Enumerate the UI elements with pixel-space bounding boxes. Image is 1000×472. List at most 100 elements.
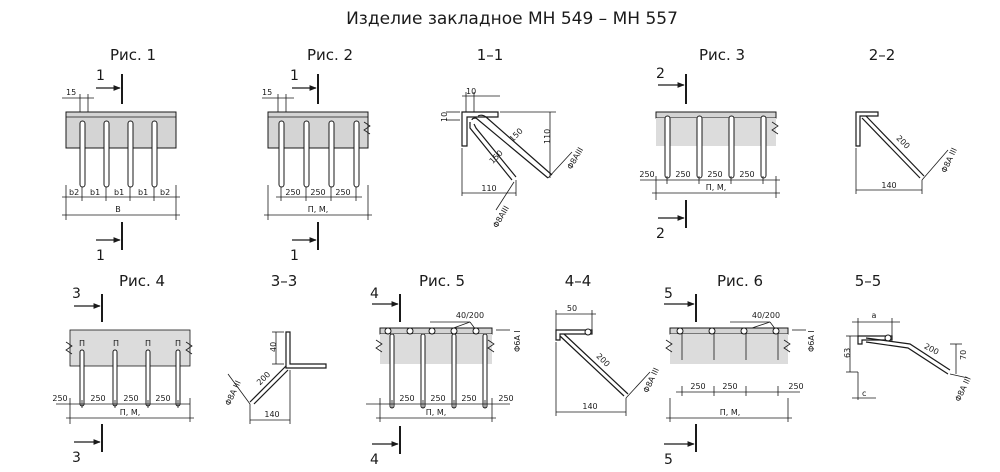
cut-label: 2 [656, 226, 665, 242]
plate-mark: П [113, 339, 119, 348]
dim-250: 250 [722, 382, 737, 391]
rebar-label: Φ6A I [513, 330, 522, 352]
dim-total: П, М, [706, 183, 727, 192]
dim-c: c [862, 389, 866, 398]
section-cut-1-top: 1 [96, 68, 123, 104]
dim-150: 150 [508, 126, 525, 143]
steel-angle [461, 111, 499, 147]
dim-10: 10 [466, 87, 476, 96]
dim-b1: b1 [90, 188, 100, 197]
dim-15: 15 [66, 88, 76, 97]
embedded-plate [669, 327, 789, 335]
figure-1: Рис. 1 1 1 15 [62, 46, 180, 264]
dim-250: 250 [690, 382, 705, 391]
rebar-diagonal-b [477, 114, 553, 176]
plate-mark: П [79, 339, 85, 348]
rebar-diagonal [559, 335, 625, 397]
dim-a: a [872, 311, 877, 320]
plate-mark: П [175, 339, 181, 348]
dim-250: 250 [335, 188, 350, 197]
section-5-5: 5–5 a 200 63 70 c Φ8A III [843, 272, 973, 403]
dim-b1: b1 [114, 188, 124, 197]
dim-b1: b1 [138, 188, 148, 197]
figure-6: Рис. 6 5 5 40/200 [664, 272, 816, 468]
dim-40-200: 40/200 [456, 311, 484, 320]
rebar-diagonal [249, 365, 287, 403]
cut-label: 4 [370, 286, 379, 302]
dim-b2-right: b2 [160, 188, 170, 197]
section-cut-1-top: 1 [290, 68, 319, 104]
dim-200: 200 [594, 352, 611, 369]
dim-250: 250 [675, 170, 690, 179]
dim-40: 40 [269, 342, 278, 352]
dim-63: 63 [843, 348, 852, 358]
rebar-label-2: Φ8AIII [491, 204, 511, 229]
dim-50: 50 [567, 304, 577, 313]
figure-4: Рис. 4 3 3 П П П П 250 250 25 [52, 272, 194, 466]
section-cut-5-top: 5 [664, 286, 697, 322]
section-cut-1-bottom: 1 [96, 222, 123, 264]
dim-250: 250 [788, 382, 803, 391]
weld-dots [384, 327, 480, 335]
rebar-diagonal-a [471, 117, 549, 179]
dim-250: 250 [707, 170, 722, 179]
dim-250: 250 [399, 394, 414, 403]
dim-250: 250 [310, 188, 325, 197]
dim-15: 15 [262, 88, 272, 97]
anchor-rods-short [681, 334, 779, 360]
rebar-label: Φ8A III [642, 366, 661, 394]
section-2-2-title: 2–2 [869, 46, 896, 64]
section-cut-2-bottom: 2 [656, 200, 687, 242]
rebar-label: Φ8A III [940, 146, 959, 174]
dim-40-200: 40/200 [752, 311, 780, 320]
dim-b2-left: b2 [69, 188, 79, 197]
figure-3: Рис. 3 2 2 250 250 250 250 [639, 46, 780, 242]
cut-label: 1 [290, 248, 299, 264]
section-cut-4-bottom: 4 [370, 426, 401, 468]
rebar-label: Φ6A I [807, 330, 816, 352]
dim-total: П, М, [426, 408, 447, 417]
dim-total: П, М, [308, 205, 329, 214]
embedded-plate [69, 329, 191, 367]
dim-200: 200 [255, 370, 272, 387]
dim-140: 140 [881, 181, 896, 190]
cut-label: 5 [664, 286, 673, 302]
cut-label: 5 [664, 452, 673, 468]
cut-label: 3 [72, 450, 81, 466]
embedded-plate [655, 111, 777, 119]
dim-250: 250 [430, 394, 445, 403]
section-4-4-title: 4–4 [565, 272, 592, 290]
dim-70: 70 [959, 350, 968, 360]
dim-total: П, М, [720, 408, 741, 417]
anchor-rods [79, 120, 158, 188]
cut-label: 4 [370, 452, 379, 468]
dim-150: 150 [488, 148, 505, 165]
section-cut-3-top: 3 [72, 286, 103, 322]
section-5-5-title: 5–5 [855, 272, 882, 290]
dim-total: П, М, [120, 408, 141, 417]
rebar-label: Φ8A III [953, 375, 972, 403]
dim-140: 140 [582, 402, 597, 411]
rebar-diagonal [861, 117, 921, 179]
cut-label: 3 [72, 286, 81, 302]
section-cut-3-bottom: 3 [72, 424, 103, 466]
rebar-bent [865, 337, 951, 371]
section-cut-1-bottom: 1 [290, 222, 319, 264]
plate-mark: П [145, 339, 151, 348]
figure-4-title: Рис. 4 [119, 272, 165, 290]
section-3-3-title: 3–3 [271, 272, 298, 290]
steel-angle [857, 335, 893, 345]
section-2-2: 2–2 200 140 Φ8A III [855, 46, 959, 194]
steel-angle [555, 329, 593, 341]
figure-1-title: Рис. 1 [110, 46, 156, 64]
rebar-label-1: Φ8AIII [565, 146, 585, 171]
dim-110: 110 [481, 184, 496, 193]
dim-total-b: B [115, 205, 121, 214]
steel-angle [285, 331, 327, 369]
steel-angle [855, 111, 879, 147]
dim-140: 140 [264, 410, 279, 419]
figure-5: Рис. 5 4 4 40/200 [366, 272, 522, 468]
dim-250: 250 [639, 170, 654, 179]
dim-250: 250 [123, 394, 138, 403]
